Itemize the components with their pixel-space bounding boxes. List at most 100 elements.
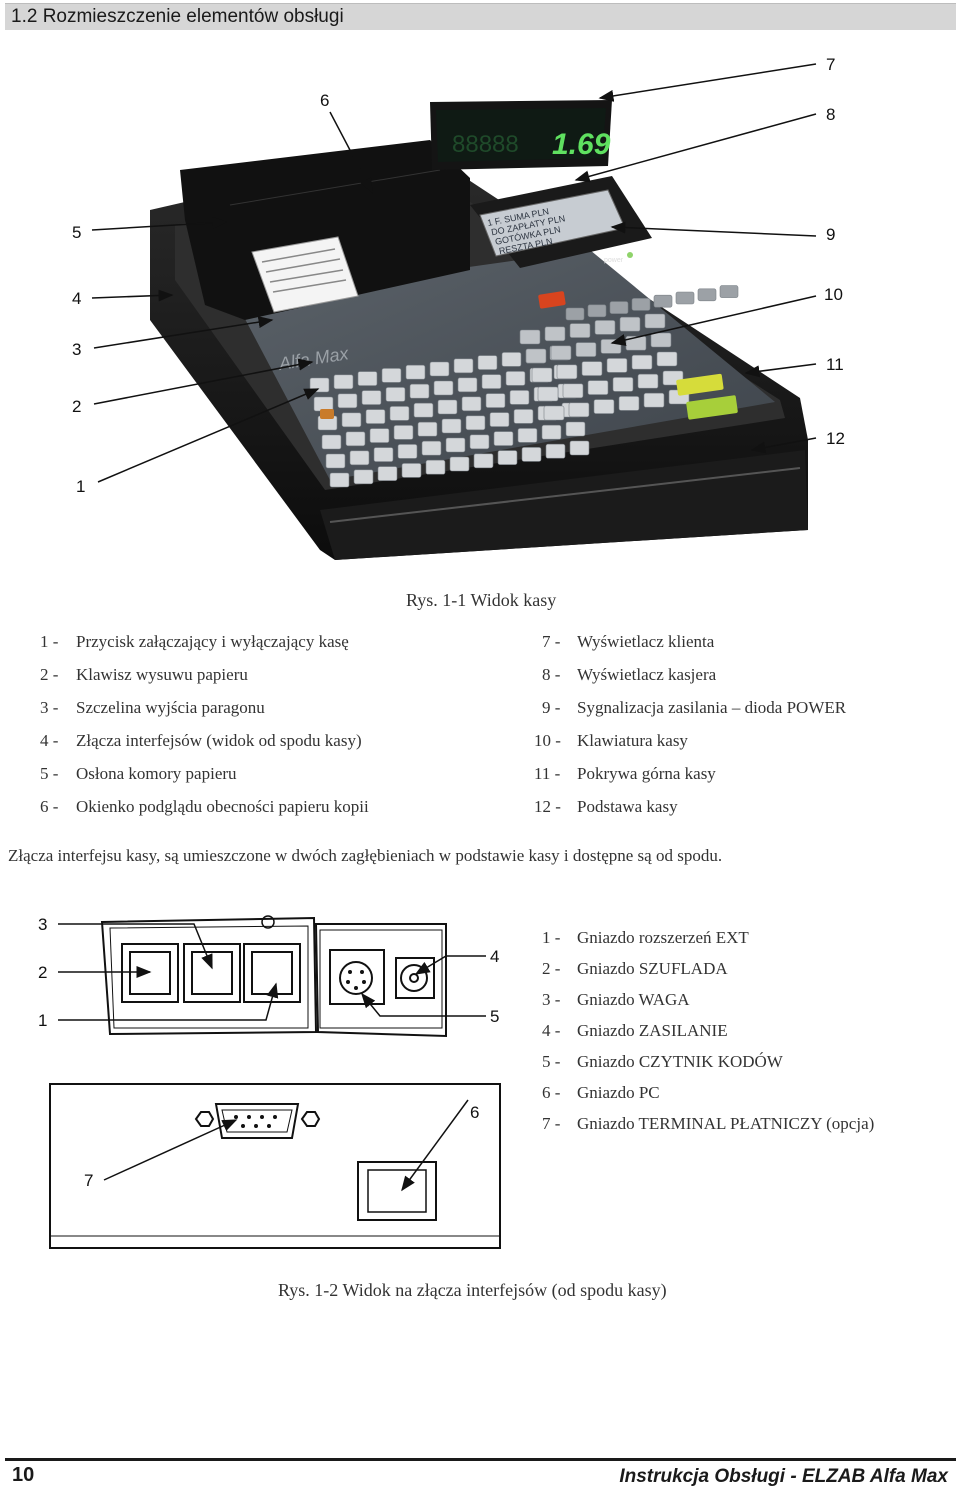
keyboard-key[interactable] [413, 402, 434, 418]
legend-item: 6 -Gniazdo PC [542, 1083, 660, 1102]
keyboard-key[interactable] [393, 425, 414, 440]
yellow-key[interactable] [676, 373, 724, 396]
keyboard-key[interactable] [373, 447, 394, 462]
keyboard-key[interactable] [675, 291, 695, 305]
keyboard-key[interactable] [543, 405, 565, 421]
keyboard-key[interactable] [565, 307, 585, 321]
keyboard-key[interactable] [333, 374, 354, 390]
keyboard-key[interactable] [493, 431, 514, 446]
keyboard-key[interactable] [650, 332, 672, 348]
keyboard-key[interactable] [541, 424, 562, 440]
keyboard-key[interactable] [643, 392, 665, 408]
keyboard-key[interactable] [321, 434, 342, 450]
power-button[interactable] [320, 409, 334, 419]
keyboard-key[interactable] [449, 456, 470, 472]
keyboard-key[interactable] [329, 472, 350, 488]
keyboard-key[interactable] [525, 348, 547, 364]
keyboard-key[interactable] [377, 466, 398, 481]
keyboard-key[interactable] [637, 373, 659, 389]
green-total-key[interactable] [686, 395, 738, 420]
keyboard-key[interactable] [568, 402, 590, 418]
keyboard-key[interactable] [545, 443, 566, 459]
keyboard-key[interactable] [569, 323, 591, 338]
keyboard-key[interactable] [361, 390, 382, 405]
keyboard-key[interactable] [656, 351, 678, 367]
keyboard-key[interactable] [473, 453, 494, 469]
keyboard-key[interactable] [441, 418, 462, 434]
keyboard-key[interactable] [469, 434, 490, 450]
keyboard-key[interactable] [521, 447, 542, 462]
keyboard-key[interactable] [581, 361, 603, 376]
keyboard-key[interactable] [433, 380, 454, 396]
keyboard-key[interactable] [485, 393, 506, 408]
keyboard-key[interactable] [612, 377, 634, 392]
keyboard-key[interactable] [631, 354, 653, 370]
keyboard-key[interactable] [445, 437, 466, 453]
keyboard-key[interactable] [309, 377, 330, 393]
keyboard-key[interactable] [565, 421, 586, 437]
keyboard-key[interactable] [397, 444, 418, 459]
keyboard-key[interactable] [457, 377, 478, 393]
keyboard-key[interactable] [381, 368, 402, 383]
keyboard-key[interactable] [575, 342, 597, 357]
keyboard-key[interactable] [357, 371, 378, 386]
keyboard-key[interactable] [461, 396, 482, 412]
keyboard-key[interactable] [477, 355, 498, 370]
keyboard-key[interactable] [606, 358, 628, 373]
keyboard-key[interactable] [631, 298, 651, 311]
client-display-value: 1.69 [552, 128, 611, 161]
keyboard-key[interactable] [453, 358, 474, 374]
keyboard-key[interactable] [429, 361, 450, 377]
keyboard-key[interactable] [619, 316, 641, 332]
keyboard-key[interactable] [365, 409, 386, 424]
keyboard-key[interactable] [349, 450, 370, 466]
keyboard-key[interactable] [587, 304, 607, 318]
keyboard-key[interactable] [562, 383, 584, 399]
keyboard-key[interactable] [425, 459, 446, 475]
keyboard-key[interactable] [519, 329, 541, 345]
keyboard-key[interactable] [618, 396, 640, 411]
keyboard-key[interactable] [594, 320, 616, 335]
keyboard-key[interactable] [409, 383, 430, 399]
keyboard-key[interactable] [544, 326, 566, 342]
keyboard-key[interactable] [401, 463, 422, 478]
callout-10: 10 [824, 285, 843, 304]
keyboard-key[interactable] [531, 367, 553, 383]
keyboard-key[interactable] [697, 288, 717, 302]
keyboard-key[interactable] [625, 335, 647, 351]
keyboard-key[interactable] [417, 421, 438, 437]
keyboard-key[interactable] [345, 431, 366, 447]
keyboard-key[interactable] [481, 374, 502, 389]
keyboard-key[interactable] [353, 469, 374, 485]
keyboard-key[interactable] [587, 380, 609, 395]
keyboard-key[interactable] [653, 294, 673, 308]
keyboard-key[interactable] [569, 440, 590, 456]
keyboard-key[interactable] [497, 450, 518, 465]
keyboard-key[interactable] [465, 415, 486, 431]
keyboard-key[interactable] [489, 412, 510, 427]
keyboard-key[interactable] [644, 313, 666, 329]
keyboard-key[interactable] [313, 396, 334, 412]
keyboard-key[interactable] [719, 285, 739, 298]
keyboard-key[interactable] [517, 428, 538, 443]
keyboard-key[interactable] [385, 387, 406, 402]
red-function-key[interactable] [538, 291, 566, 309]
keyboard-key[interactable] [556, 364, 578, 380]
keyboard-key[interactable] [369, 428, 390, 443]
keyboard-key[interactable] [505, 371, 526, 386]
keyboard-key[interactable] [509, 390, 530, 405]
keyboard-key[interactable] [389, 406, 410, 421]
keyboard-key[interactable] [609, 301, 629, 314]
keyboard-key[interactable] [405, 364, 426, 380]
keyboard-key[interactable] [437, 399, 458, 415]
keyboard-key[interactable] [337, 393, 358, 409]
keyboard-key[interactable] [501, 352, 522, 367]
legend-item: 6 -Okienko podglądu obecności papieru ko… [40, 797, 369, 816]
keyboard-key[interactable] [421, 440, 442, 456]
keyboard-key[interactable] [341, 412, 362, 428]
keyboard-key[interactable] [593, 399, 615, 414]
keyboard-key[interactable] [513, 409, 534, 424]
keyboard-key[interactable] [537, 386, 559, 402]
keyboard-key[interactable] [550, 345, 572, 361]
keyboard-key[interactable] [325, 453, 346, 469]
